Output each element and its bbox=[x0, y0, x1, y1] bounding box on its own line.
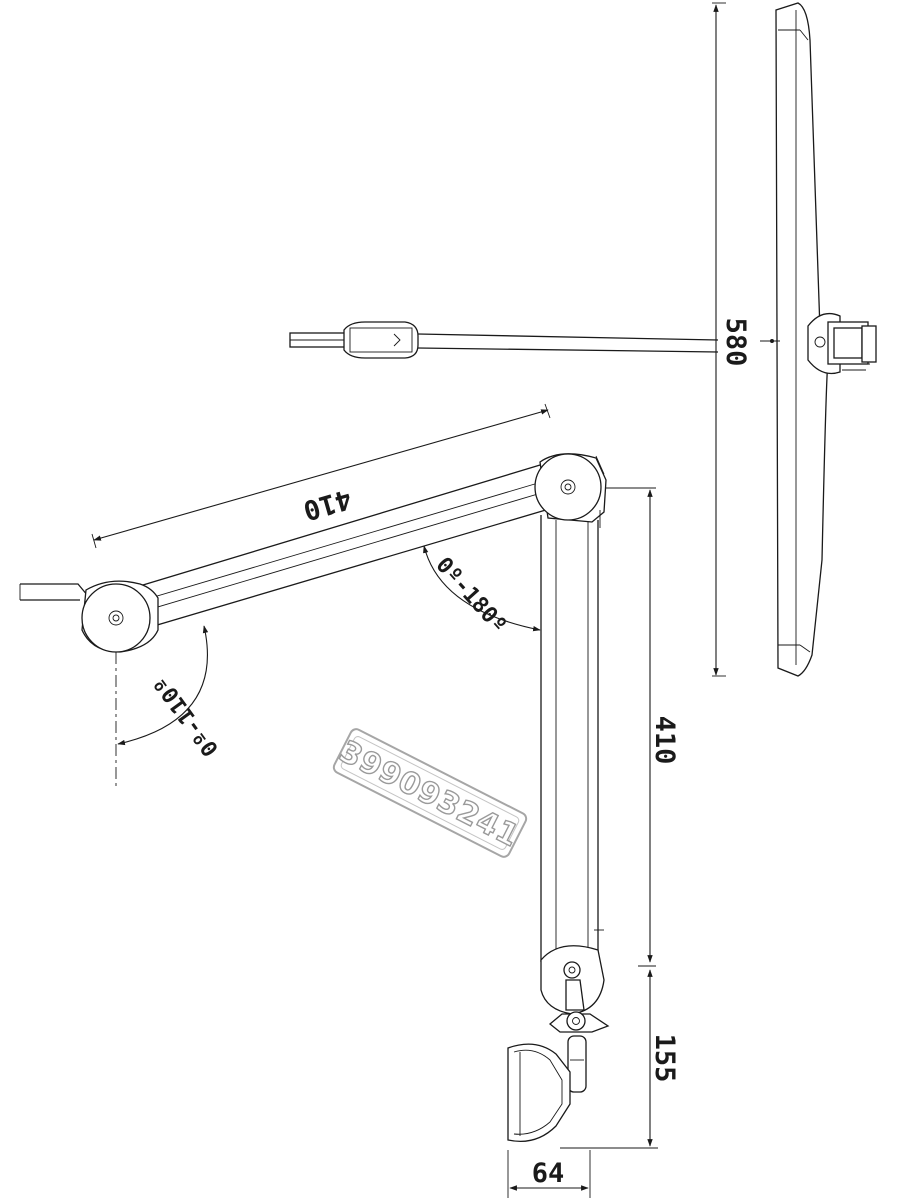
base-joint bbox=[540, 945, 610, 1093]
lamp-head-mount bbox=[760, 312, 877, 375]
dimension-clamp-height: 155 bbox=[560, 969, 680, 1149]
elbow-joint bbox=[534, 453, 607, 528]
watermark-stamp: 399093241 bbox=[332, 728, 528, 858]
arm-top-view bbox=[289, 321, 719, 359]
dimension-580: 580 bbox=[712, 2, 751, 677]
watermark-text: 399093241 bbox=[334, 734, 525, 855]
angle-shoulder: 0º-110º bbox=[115, 625, 224, 790]
dimension-upper-arm-label: 410 bbox=[300, 483, 355, 526]
dimension-lower-arm-label: 410 bbox=[649, 716, 680, 765]
lamp-head-side-view bbox=[775, 2, 829, 677]
dimension-clamp-width-label: 64 bbox=[532, 1158, 565, 1189]
angle-shoulder-label: 0º-110º bbox=[149, 671, 224, 761]
angle-elbow-label: 0º-180º bbox=[431, 553, 512, 639]
lower-arm bbox=[540, 515, 604, 962]
dimension-upper-arm: 410 bbox=[91, 403, 551, 549]
shoulder-joint bbox=[19, 580, 159, 653]
dimension-clamp-width: 64 bbox=[507, 1150, 591, 1198]
clamp-base bbox=[507, 1043, 571, 1143]
dimension-580-label: 580 bbox=[720, 318, 751, 367]
angle-elbow: 0º-180º bbox=[423, 545, 541, 639]
dimension-lower-arm: 410 bbox=[606, 487, 680, 967]
dimension-clamp-height-label: 155 bbox=[649, 1034, 680, 1083]
